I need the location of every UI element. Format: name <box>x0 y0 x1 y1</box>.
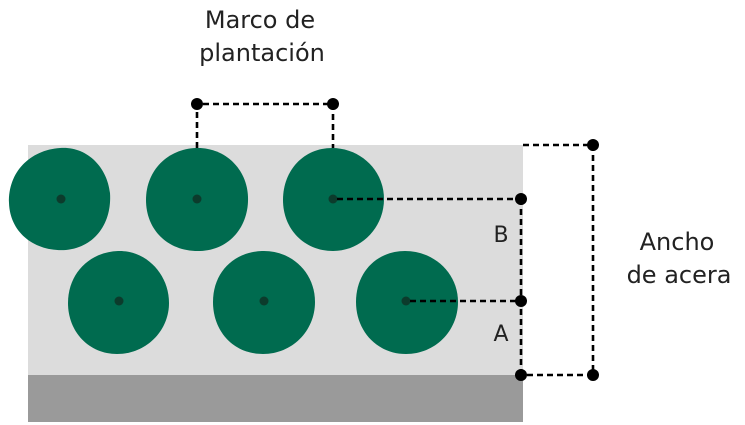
tree-top-3 <box>283 148 384 251</box>
spacing-endpoint-right <box>327 98 339 110</box>
sidewalk-width-label-line1: Ancho <box>640 228 715 256</box>
tree-center-point <box>328 194 338 204</box>
planting-spacing-label-line2: plantación <box>199 39 325 67</box>
width-endpoint-top <box>587 139 599 151</box>
tree-center-point <box>114 296 124 306</box>
tree-center-point <box>259 296 269 306</box>
tree-bottom-3 <box>356 251 458 354</box>
spacing-endpoint-left <box>191 98 203 110</box>
segment-b-top-endpoint <box>515 193 527 205</box>
planting-spacing-label-line1: Marco de <box>205 6 315 34</box>
tree-top-2 <box>146 147 249 252</box>
tree-top-1 <box>8 147 111 251</box>
width-dimension-line <box>523 143 595 377</box>
segment-a-bottom-endpoint <box>515 369 527 381</box>
spacing-dimension-line <box>195 102 335 148</box>
tree-center-point <box>401 296 411 306</box>
curb-strip <box>28 375 523 422</box>
segment-ab-mid-endpoint <box>515 295 527 307</box>
segment-a-label: A <box>493 322 508 347</box>
sidewalk-width-label-line2: de acera <box>627 261 732 289</box>
tree-bottom-1 <box>68 250 169 354</box>
segment-b-label: B <box>493 223 508 248</box>
tree-center-point <box>192 194 202 204</box>
sidewalk-width-dimension <box>523 139 599 381</box>
tree-bottom-2 <box>213 250 315 354</box>
width-endpoint-bottom <box>587 369 599 381</box>
planting-spacing-dimension <box>191 98 339 148</box>
segment-dimension-lines <box>337 193 527 381</box>
tree-center-point <box>56 194 66 204</box>
